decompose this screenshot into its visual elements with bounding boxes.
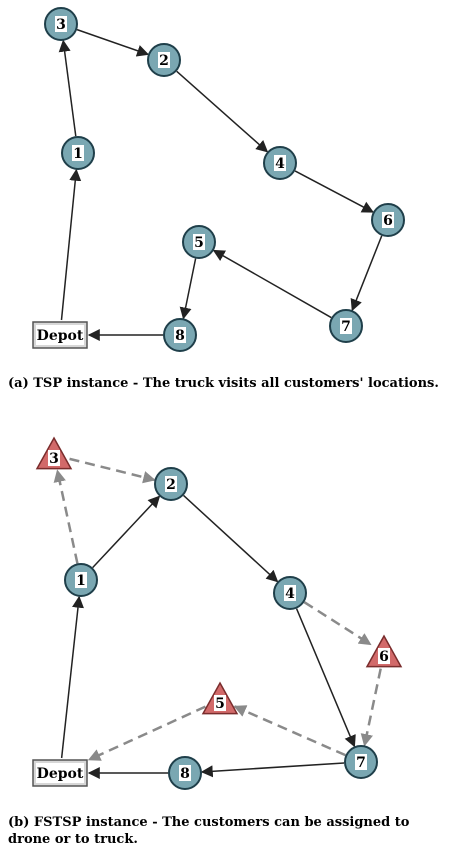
truck-edge-a-Depot-to-1: [60, 168, 82, 321]
node-label: 4: [285, 586, 295, 602]
truck-edge-a-5-to-8: [179, 258, 197, 320]
drone-edge-b-3-to-2: [69, 457, 156, 484]
truck-customer-a-1: 1: [61, 136, 95, 170]
depot-b: Depot: [32, 759, 88, 787]
drone-customer-b-6: 6: [365, 634, 403, 668]
caption-b: (b) FSTSP instance - The customers can b…: [8, 815, 410, 847]
truck-customer-a-4: 4: [263, 146, 297, 180]
truck-customer-b-7: 7: [344, 745, 378, 779]
truck-edge-b-Depot-to-1: [60, 595, 84, 759]
truck-edge-a-4-to-6: [294, 170, 375, 213]
node-label: 6: [383, 213, 393, 229]
truck-edge-a-7-to-5: [212, 249, 332, 319]
drone-customer-b-5: 5: [201, 681, 239, 715]
truck-customer-a-3: 3: [44, 7, 78, 41]
truck-edge-a-2-to-4: [176, 70, 269, 153]
node-label: 8: [180, 766, 190, 782]
node-label: 1: [76, 573, 86, 589]
node-label: 2: [166, 477, 176, 493]
node-label: 3: [56, 17, 66, 33]
depot-label: Depot: [37, 328, 84, 344]
truck-edge-b-1-to-2: [92, 495, 161, 569]
truck-customer-a-5: 5: [182, 225, 216, 259]
drone-customer-b-3: 3: [35, 436, 73, 470]
truck-customer-b-1: 1: [64, 563, 98, 597]
truck-edge-b-2-to-4: [183, 494, 279, 583]
truck-customer-a-6: 6: [371, 203, 405, 237]
drone-edge-b-5-to-Depot: [87, 705, 206, 761]
truck-edge-a-1-to-3: [58, 39, 77, 137]
drone-edge-b-6-to-7: [360, 668, 382, 747]
edges-layer: [53, 28, 383, 779]
caption-a: (a) TSP instance - The truck visits all …: [8, 376, 439, 391]
truck-edge-b-4-to-7: [295, 608, 356, 748]
node-label: 7: [356, 755, 366, 771]
truck-customer-b-2: 2: [154, 467, 188, 501]
truck-customer-b-4: 4: [273, 576, 307, 610]
truck-edge-a-3-to-2: [76, 28, 150, 57]
node-label: 2: [159, 53, 169, 69]
node-label: 7: [341, 319, 351, 335]
depot-label: Depot: [37, 766, 84, 782]
node-label: 5: [194, 235, 204, 251]
truck-customer-b-8: 8: [168, 756, 202, 790]
truck-customer-a-2: 2: [147, 43, 181, 77]
node-label: 5: [215, 696, 225, 712]
drone-edge-b-1-to-3: [53, 469, 79, 564]
truck-edge-a-6-to-7: [350, 235, 383, 312]
drone-edge-b-4-to-6: [303, 601, 372, 646]
node-label: 6: [379, 649, 389, 665]
node-label: 4: [275, 156, 285, 172]
depot-a: Depot: [32, 321, 88, 349]
truck-edge-b-7-to-8: [200, 762, 345, 778]
node-label: 1: [73, 146, 83, 162]
node-label: 3: [49, 451, 59, 467]
truck-customer-a-8: 8: [163, 318, 197, 352]
drone-edge-b-7-to-5: [233, 705, 346, 757]
truck-customer-a-7: 7: [329, 309, 363, 343]
node-label: 8: [175, 328, 185, 344]
